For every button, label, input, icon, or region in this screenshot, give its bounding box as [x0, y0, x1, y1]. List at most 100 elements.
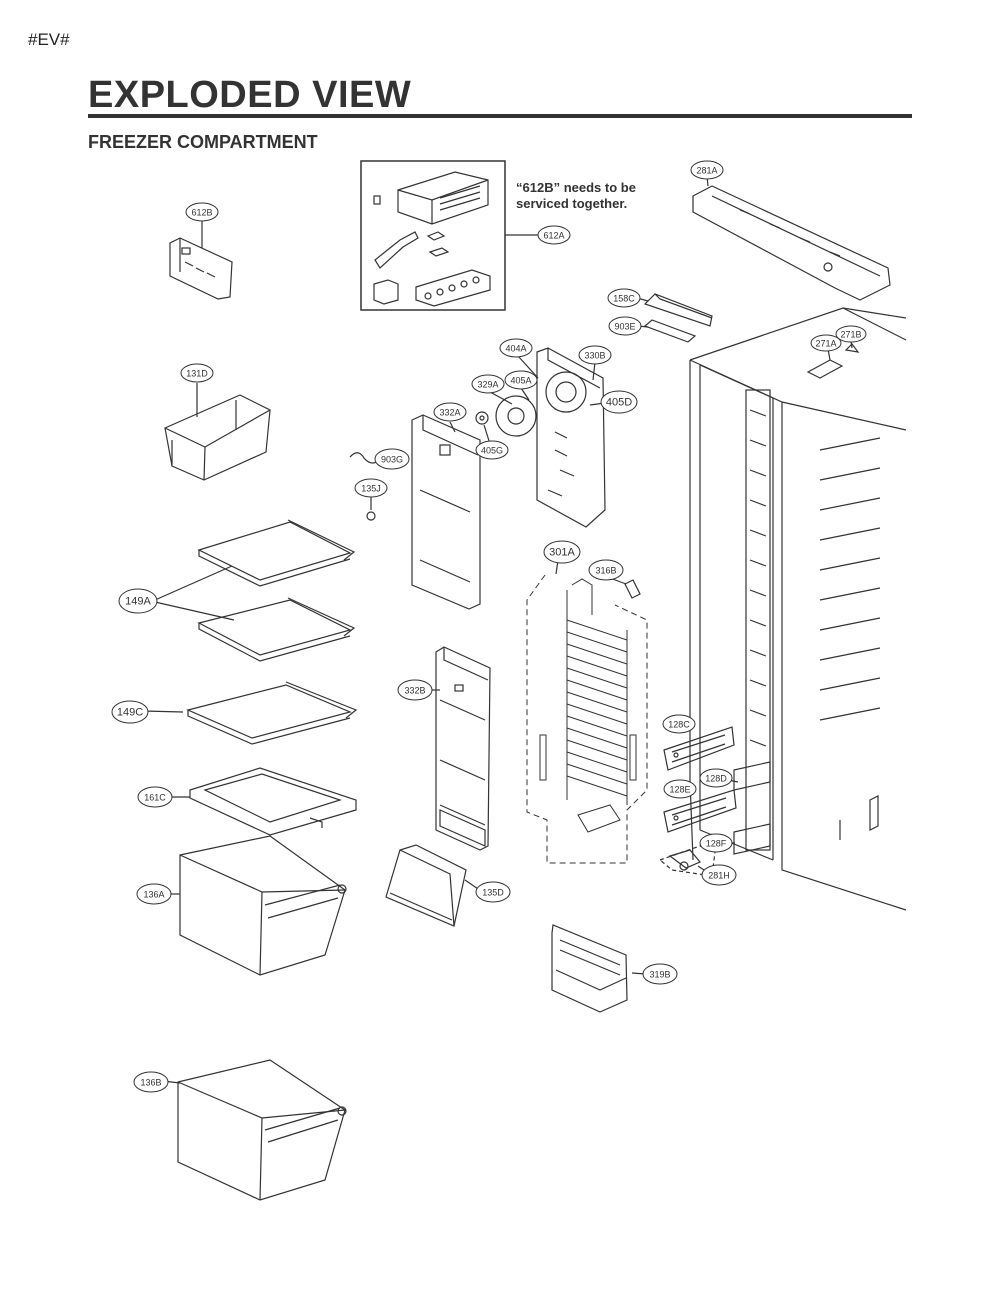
callout-903e: 903E: [608, 316, 642, 336]
heater-316B: [624, 579, 641, 599]
hinge-281H: [658, 845, 716, 877]
fan-shroud-332A: [411, 414, 481, 610]
callout-271b: 271B: [835, 325, 867, 343]
callout-131d: 131D: [180, 363, 214, 383]
callout-label: 329A: [477, 380, 498, 390]
page-title: EXPLODED VIEW: [88, 74, 412, 116]
callout-label: 128F: [706, 839, 727, 849]
door-bin-131D: [164, 394, 271, 481]
callout-903g: 903G: [374, 448, 410, 470]
callout-label: 405A: [510, 376, 531, 386]
callout-332b: 332B: [397, 679, 433, 701]
callout-label: 405D: [606, 397, 632, 409]
callout-label: 405G: [481, 446, 503, 456]
callout-329a: 329A: [471, 374, 505, 394]
callout-135j: 135J: [354, 478, 388, 498]
rail-128C: [663, 726, 735, 771]
cabinet-freezer-body: [689, 307, 907, 911]
callout-330b: 330B: [578, 345, 612, 365]
cap-135J: [366, 511, 376, 521]
callout-label: 404A: [505, 344, 526, 354]
callout-label: 149A: [125, 596, 151, 608]
callout-label: 271B: [840, 330, 861, 340]
callout-label: 330B: [584, 351, 605, 361]
callout-label: 131D: [186, 369, 208, 379]
callout-label: 136A: [143, 890, 164, 900]
callout-128e: 128E: [663, 779, 697, 799]
callout-612a: 612A: [537, 225, 571, 245]
drawer-136A: [179, 835, 347, 976]
title-rule: [88, 114, 912, 118]
callout-label: 903E: [614, 322, 635, 332]
callout-149a: 149A: [118, 588, 158, 614]
callout-label: 128E: [669, 785, 690, 795]
shelf-149C: [186, 681, 358, 745]
shelf-frame-161C: [189, 767, 357, 836]
section-subtitle: FREEZER COMPARTMENT: [88, 132, 318, 152]
service-note: “612B” needs to be serviced together.: [516, 180, 636, 212]
callout-label: 135J: [361, 484, 381, 494]
callout-135d: 135D: [475, 881, 511, 903]
top-cover-281A: [692, 185, 891, 301]
callout-label: 158C: [613, 294, 635, 304]
callout-319b: 319B: [642, 963, 678, 985]
callout-158c: 158C: [607, 288, 641, 308]
evaporator-coils: [539, 578, 637, 833]
callout-128d: 128D: [699, 768, 733, 788]
page-code: #EV#: [28, 30, 70, 49]
rail-128D-128F: [733, 761, 771, 855]
shelf-149A-lower: [197, 597, 356, 662]
shelf-149A-upper: [197, 519, 356, 587]
callout-label: 319B: [649, 970, 670, 980]
callout-label: 612B: [191, 208, 212, 218]
fan-motor-assembly: [475, 347, 606, 528]
callout-label: 301A: [549, 547, 575, 559]
callout-label: 161C: [144, 793, 166, 803]
drawer-136B: [177, 1059, 347, 1201]
callout-281h: 281H: [701, 864, 737, 886]
callout-label: 135D: [482, 888, 504, 898]
callout-149c: 149C: [111, 700, 149, 724]
callout-label: 332B: [404, 686, 425, 696]
callout-label: 149C: [117, 707, 143, 719]
callout-316b: 316B: [588, 559, 624, 581]
duct-903E: [643, 319, 697, 343]
callout-label: 316B: [595, 566, 616, 576]
callout-281a: 281A: [690, 160, 724, 180]
callout-136a: 136A: [136, 883, 172, 905]
ice-maker-assembly: [373, 171, 491, 307]
callout-label: 612A: [543, 231, 564, 241]
callout-405d: 405D: [600, 390, 638, 414]
cover-319B: [551, 924, 628, 1013]
evaporator-301A: [526, 574, 648, 864]
dispenser-cover-612B: [169, 237, 233, 300]
service-note-line2: serviced together.: [516, 196, 628, 211]
callout-405g: 405G: [475, 440, 509, 460]
callout-301a: 301A: [543, 540, 581, 564]
callout-128f: 128F: [699, 833, 733, 853]
callout-404a: 404A: [499, 338, 533, 358]
callout-612b: 612B: [185, 202, 219, 222]
rail-128E: [663, 789, 737, 833]
callout-label: 281A: [696, 166, 717, 176]
callout-161c: 161C: [137, 786, 173, 808]
filter-cover-158C: [643, 293, 713, 327]
callout-label: 281H: [708, 871, 730, 881]
callout-332a: 332A: [433, 402, 467, 422]
ice-maker-inset-box: [360, 160, 506, 311]
callout-128c: 128C: [662, 714, 696, 734]
callout-label: 903G: [381, 455, 403, 465]
callout-label: 128C: [668, 720, 690, 730]
evaporator-cover-332B: [435, 646, 491, 851]
callout-label: 271A: [815, 339, 836, 349]
callout-label: 332A: [439, 408, 460, 418]
callout-136b: 136B: [133, 1071, 169, 1093]
bracket-271A: [806, 343, 860, 379]
cover-135D: [385, 844, 467, 927]
callout-label: 136B: [140, 1078, 161, 1088]
callout-label: 128D: [705, 774, 727, 784]
service-note-line1: “612B” needs to be: [516, 180, 636, 195]
callout-271a: 271A: [810, 334, 842, 352]
callout-405a: 405A: [504, 370, 538, 390]
